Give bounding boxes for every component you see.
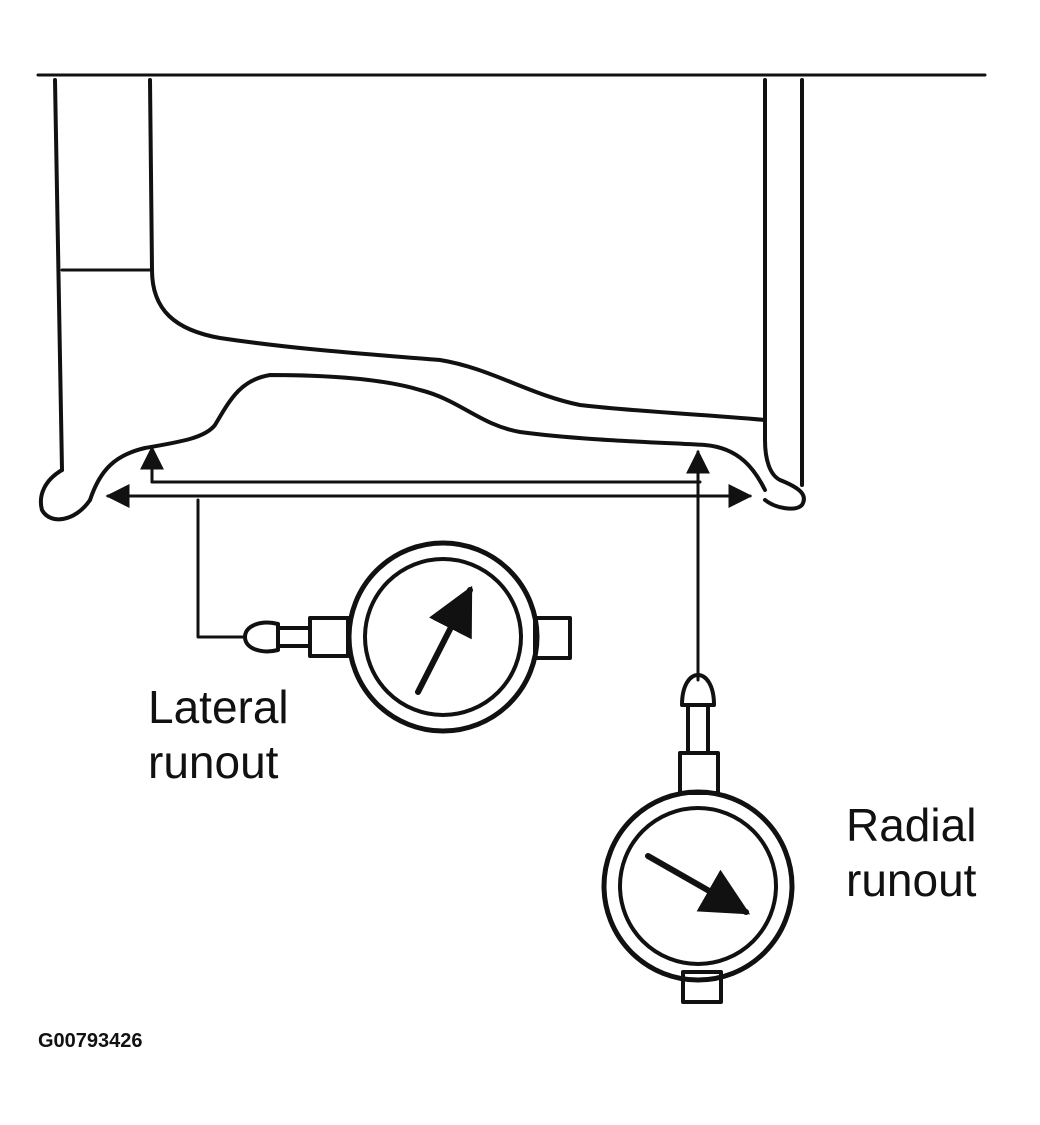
figure-id: G00793426 xyxy=(38,1030,143,1052)
lateral-runout-label: Lateral runout xyxy=(148,681,289,789)
lateral-reference-line xyxy=(140,445,702,484)
wheel-cross-section xyxy=(39,78,806,522)
dial-indicator-icon xyxy=(601,673,795,1004)
radial-runout-label: Radial runout xyxy=(846,799,977,907)
dial-indicator-icon xyxy=(196,498,572,734)
